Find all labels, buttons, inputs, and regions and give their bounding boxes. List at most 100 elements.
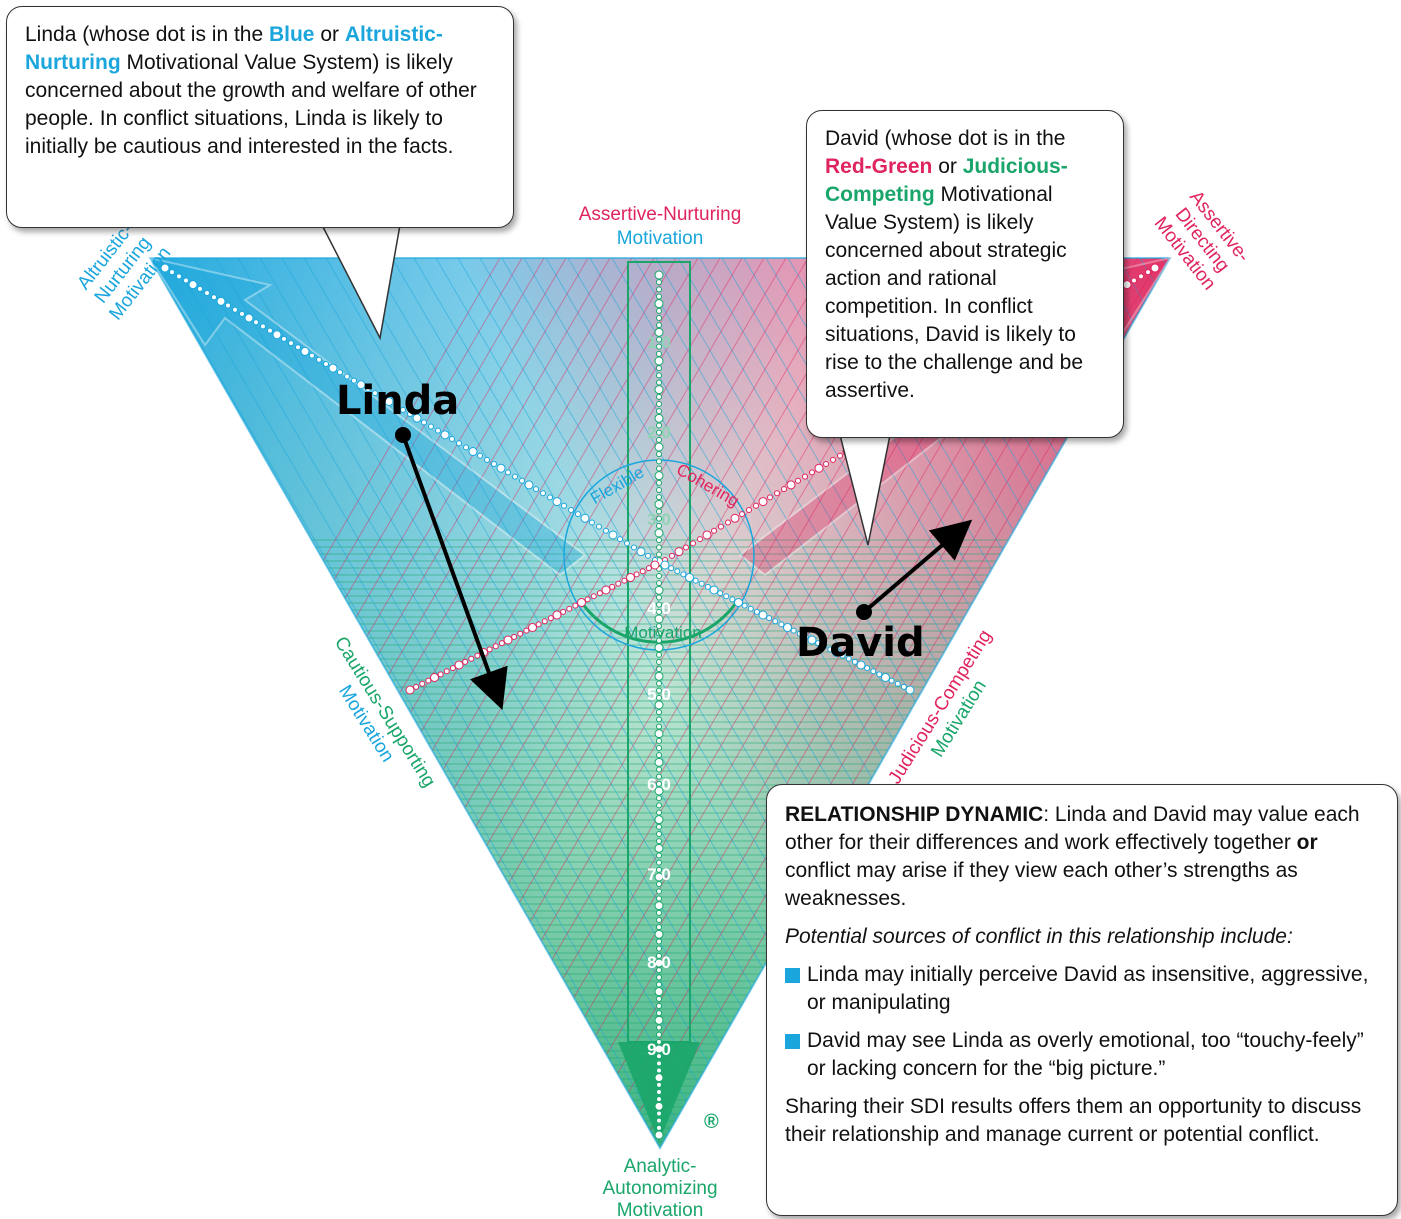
scale-dot bbox=[524, 480, 534, 490]
scale-dot bbox=[654, 413, 664, 423]
scale-dot bbox=[656, 343, 662, 350]
scale-dot bbox=[656, 422, 662, 429]
scale-dot bbox=[767, 494, 773, 501]
label-circle-motivation: Motivation bbox=[624, 623, 701, 642]
scale-dot bbox=[827, 646, 834, 653]
scale-dot bbox=[621, 577, 628, 584]
bullet-square-icon bbox=[785, 1034, 800, 1049]
scale-dot bbox=[685, 573, 694, 582]
scale-dot bbox=[718, 523, 724, 530]
scale-dot bbox=[656, 888, 662, 895]
scale-dot bbox=[645, 552, 651, 559]
scale-dot bbox=[533, 486, 539, 493]
label-analytic-3: Motivation bbox=[617, 1200, 704, 1219]
scale-dot bbox=[766, 615, 773, 622]
scale-dot bbox=[645, 565, 652, 572]
scale-dot bbox=[419, 680, 426, 687]
scale-dot bbox=[656, 687, 662, 694]
scale-dot bbox=[656, 723, 662, 730]
david-or: or bbox=[932, 155, 963, 178]
scale-dot bbox=[477, 452, 483, 459]
scale-dot bbox=[741, 602, 748, 609]
scale-dot bbox=[626, 573, 635, 582]
linda-callout: Linda (whose dot is in the Blue or Altru… bbox=[6, 6, 514, 228]
scale-dot bbox=[864, 665, 871, 672]
scale-dot bbox=[216, 296, 226, 306]
scale-dot bbox=[407, 411, 413, 417]
scale-dot bbox=[566, 605, 573, 612]
hatch-line bbox=[171, 258, 693, 1148]
scale-dot bbox=[572, 602, 579, 609]
scale-dot bbox=[656, 1031, 662, 1038]
scale-dot bbox=[654, 1130, 664, 1140]
scale-dot bbox=[795, 477, 801, 484]
scale-dot bbox=[656, 594, 662, 601]
scale-dot bbox=[232, 306, 238, 313]
scale-dot bbox=[596, 590, 603, 597]
scale-dot bbox=[337, 369, 343, 376]
scale-dot bbox=[656, 651, 662, 658]
scale-dot bbox=[656, 766, 662, 773]
scale-dot bbox=[225, 302, 231, 309]
david-arrow bbox=[862, 519, 973, 614]
scale-dot bbox=[669, 552, 675, 559]
scale-dot bbox=[786, 480, 796, 490]
dynamic-intro: RELATIONSHIP DYNAMIC: Linda and David ma… bbox=[785, 801, 1379, 913]
scale-dot bbox=[176, 273, 182, 280]
scale-dot bbox=[656, 451, 662, 458]
scale-dot bbox=[393, 402, 399, 409]
scale-dot bbox=[656, 666, 662, 673]
scale-dot bbox=[758, 610, 768, 620]
scale-dot bbox=[547, 615, 554, 622]
scale-dot bbox=[281, 335, 287, 342]
scale-dot bbox=[654, 299, 664, 309]
scale-dot bbox=[540, 490, 546, 497]
scale-dot bbox=[753, 502, 759, 509]
scale-dot bbox=[654, 700, 664, 710]
scale-dot bbox=[379, 394, 385, 401]
scale-labels: 1 02 03 04 05 06 07 08 09 0 bbox=[647, 333, 671, 1059]
scale-dot bbox=[656, 802, 662, 809]
label-assertive-nurturing-1: Assertive-Nurturing bbox=[579, 204, 742, 225]
dynamic-bullet-text: Linda may initially perceive David as in… bbox=[807, 963, 1369, 1014]
scale-dot bbox=[747, 605, 754, 612]
scale-dot bbox=[656, 279, 662, 286]
scale-dot bbox=[577, 598, 586, 607]
scale-dot bbox=[739, 511, 745, 518]
scale-dot bbox=[730, 513, 740, 523]
scale-dot bbox=[656, 694, 662, 701]
scale-dot bbox=[656, 773, 662, 780]
david-callout-p1: David (whose dot is in the bbox=[825, 127, 1066, 150]
scale-dot bbox=[845, 655, 852, 662]
linda-name: Linda bbox=[336, 378, 460, 424]
david-dot bbox=[856, 604, 872, 620]
scale-dot bbox=[807, 635, 817, 645]
scale-dot bbox=[654, 528, 664, 538]
scale-dot bbox=[384, 396, 394, 406]
scale-label: 9 0 bbox=[647, 1040, 671, 1059]
scale-dot bbox=[656, 831, 662, 837]
bullet-square-icon bbox=[785, 968, 800, 983]
scale-dot bbox=[656, 881, 662, 888]
scale-dot bbox=[654, 270, 664, 280]
linda-callout-p1: Linda (whose dot is in the bbox=[25, 23, 269, 46]
scale-dot bbox=[851, 658, 858, 665]
scale-dot bbox=[590, 593, 597, 600]
scale-dot bbox=[512, 473, 518, 480]
scale-dot bbox=[656, 458, 662, 465]
scale-dot bbox=[674, 568, 681, 575]
scale-dot bbox=[656, 350, 662, 357]
scale-dot bbox=[656, 823, 662, 830]
scale-dot bbox=[656, 1081, 662, 1088]
scale-dot bbox=[253, 319, 259, 326]
scale-dot bbox=[656, 580, 662, 587]
scale-dot bbox=[561, 502, 567, 509]
scale-dot bbox=[856, 660, 866, 670]
scale-dot bbox=[905, 685, 915, 695]
scale-dot bbox=[894, 680, 901, 687]
scale-dot bbox=[774, 490, 780, 497]
scale-dot bbox=[772, 618, 779, 625]
scale-dot bbox=[656, 1038, 662, 1045]
dynamic-sources-text: Potential sources of conflict in this re… bbox=[785, 925, 1293, 948]
scale-dot bbox=[654, 958, 664, 968]
